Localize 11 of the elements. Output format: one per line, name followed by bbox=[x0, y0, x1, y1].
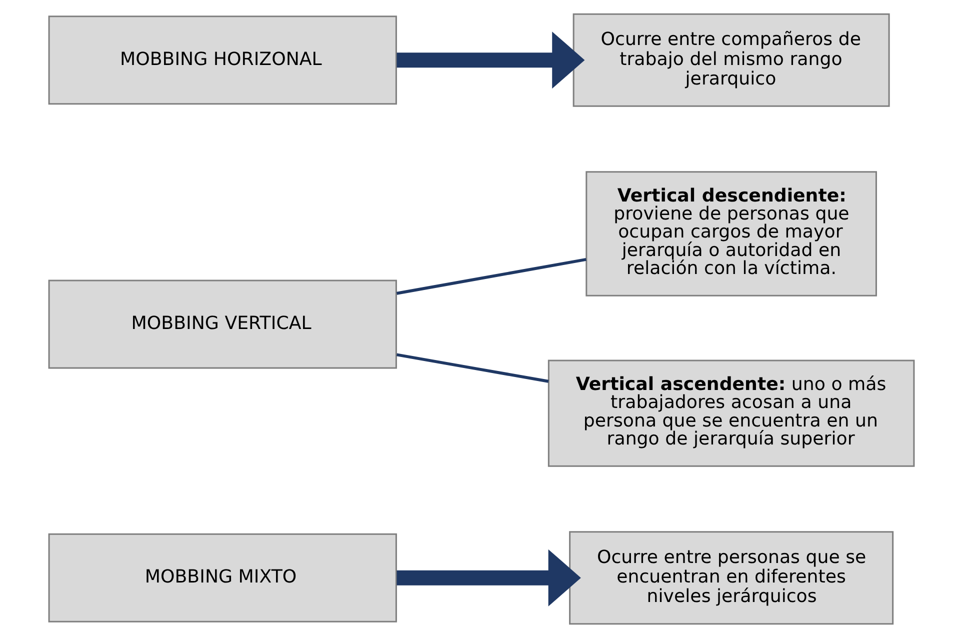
connector bbox=[396, 258, 586, 295]
node-box: Vertical descendiente: proviene de personas que ocupan cargos de mayor jerarquía o autoridad en relación con la víctima. bbox=[586, 171, 877, 296]
node-box: Vertical ascendente: uno o más trabajadores acosan a una persona que se encuentra en un rango de jerarquía superior bbox=[548, 360, 915, 467]
connector bbox=[396, 353, 549, 383]
arrow bbox=[396, 32, 585, 89]
node-box: Ocurre entre compañeros de trabajo del mismo rango jerarquico bbox=[572, 13, 890, 107]
arrow bbox=[396, 549, 581, 606]
node-box: MOBBING VERTICAL bbox=[48, 280, 397, 369]
node-box: MOBBING HORIZONAL bbox=[48, 16, 397, 105]
node-box: Ocurre entre personas que se encuentran en diferentes niveles jerárquicos bbox=[569, 531, 894, 625]
node-box: MOBBING MIXTO bbox=[48, 533, 397, 622]
